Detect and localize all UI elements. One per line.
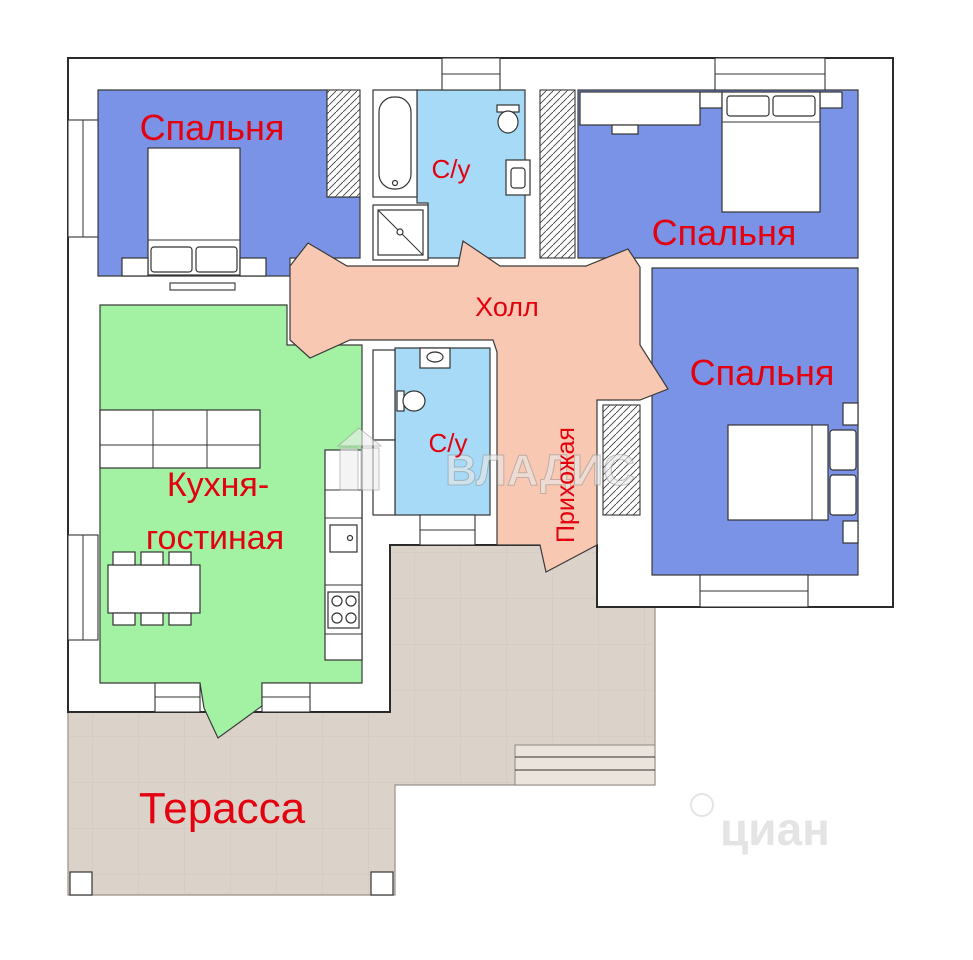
hall-and-entrance — [289, 239, 669, 573]
dining-chair — [112, 551, 136, 566]
label-bathroom-top: С/у — [432, 154, 471, 184]
watermark-cian: циан — [690, 793, 830, 855]
toilet — [496, 104, 520, 134]
bed — [727, 424, 857, 521]
terrace-post — [69, 871, 93, 896]
label-entrance: Прихожая — [552, 427, 580, 543]
nightstand — [121, 257, 149, 277]
sink-drain — [346, 534, 354, 542]
bathtub-drain — [391, 179, 399, 187]
desk-chair — [611, 124, 639, 135]
bed-frame — [727, 424, 829, 521]
wardrobe-closet — [326, 89, 361, 198]
stove-burner — [345, 612, 357, 624]
stove-burner — [345, 595, 357, 607]
terrace-post — [370, 871, 394, 896]
toilet — [396, 390, 426, 412]
dining-chair — [168, 551, 192, 566]
vladis-logo-icon — [336, 427, 383, 491]
label-bedroom-top-right: Спальня — [652, 212, 797, 253]
bathtub — [372, 89, 418, 198]
sofa-body — [99, 409, 261, 469]
interior-opening — [169, 282, 236, 291]
terrace-tile-grid — [68, 545, 655, 895]
nightstand — [699, 91, 723, 109]
terrace — [67, 544, 656, 896]
dining-chair — [140, 551, 164, 566]
shower-drain — [396, 228, 404, 236]
logo-roof — [336, 427, 383, 447]
label-bedroom-top-left: Спальня — [140, 107, 285, 148]
label-kitchen-line2: гостиная — [146, 519, 284, 557]
label-bedroom-right: Спальня — [690, 352, 835, 393]
bathtub-basin — [378, 96, 412, 190]
dining-chair — [168, 612, 192, 626]
stove-burner — [331, 595, 343, 607]
nightstand — [819, 91, 843, 109]
washbasin-bowl — [426, 351, 444, 363]
dining-chair — [140, 612, 164, 626]
nightstand — [842, 402, 859, 426]
washbasin — [419, 347, 451, 369]
plumbing-box — [372, 349, 396, 441]
windows — [67, 57, 826, 713]
bedroom-right — [651, 267, 859, 576]
shower — [372, 204, 429, 261]
bed — [721, 91, 821, 213]
dining-set — [107, 551, 201, 626]
watermark-agency-text: ВЛАДИС — [445, 446, 635, 495]
logo-block — [339, 447, 359, 491]
label-kitchen-line1: Кухня- — [167, 466, 269, 504]
stove-burner — [331, 612, 343, 624]
watermark-site-text: циан — [720, 803, 830, 855]
wardrobe-closet — [539, 89, 576, 259]
bed-pillow — [829, 429, 857, 471]
logo-block — [360, 447, 380, 491]
nightstand — [842, 520, 859, 544]
terrace-step — [514, 744, 656, 786]
washbasin-bowl — [510, 167, 526, 189]
bed-pillow — [829, 474, 857, 516]
cian-logo-icon — [690, 793, 714, 817]
watermark-vladis: ВЛАДИС — [336, 427, 635, 496]
bed-pillow — [726, 95, 770, 117]
dining-table — [107, 564, 201, 614]
label-bathroom-lower: С/у — [429, 428, 468, 458]
bed-pillow — [772, 95, 816, 117]
room-labels: Спальня С/у Спальня Холл Спальня С/у При… — [139, 107, 834, 833]
label-terrace: Терасса — [139, 784, 306, 833]
dining-chair — [112, 612, 136, 626]
desk — [579, 91, 701, 126]
label-hall: Холл — [475, 292, 539, 322]
sofa — [99, 409, 261, 469]
toilet-bowl — [497, 110, 519, 134]
bed-pillow — [195, 246, 238, 273]
nightstand — [239, 257, 267, 277]
bed-pillow — [150, 246, 193, 273]
washbasin — [505, 159, 531, 196]
wardrobe-closet — [602, 404, 641, 516]
bed — [147, 147, 241, 276]
toilet-bowl — [402, 390, 426, 412]
step-block — [514, 744, 656, 786]
